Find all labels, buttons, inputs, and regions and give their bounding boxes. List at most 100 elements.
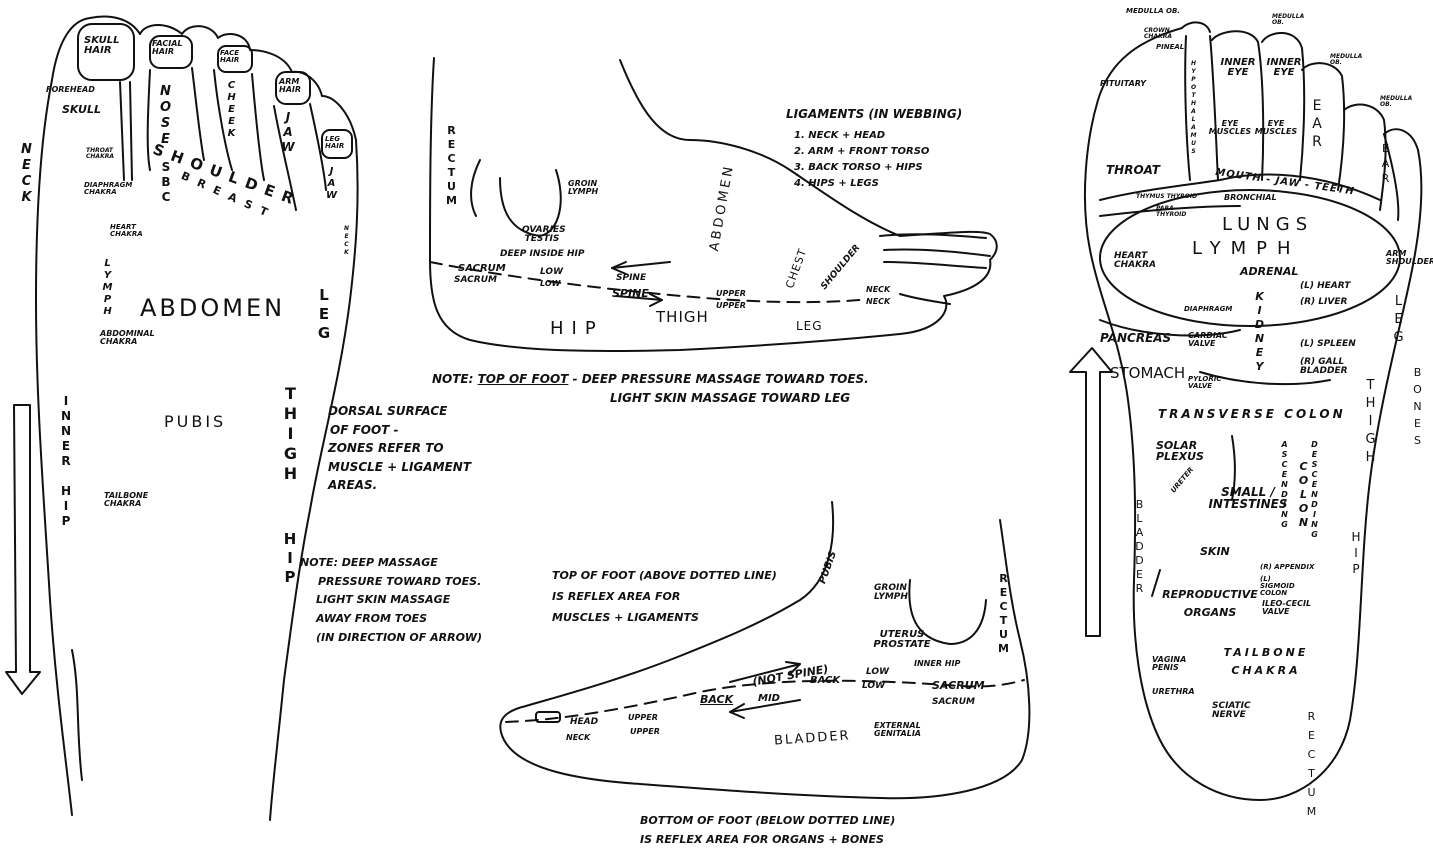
note-line: IS REFLEX AREA FOR xyxy=(552,587,777,608)
left-cheek-label: CHEEK xyxy=(226,80,236,140)
note-line: MUSCLE + LIGAMENT xyxy=(328,458,471,477)
right-gall-bladder-label: (R) GALL BLADDER xyxy=(1300,358,1364,376)
right-tailbone-chakra-label: TAILBONE CHAKRA xyxy=(1216,644,1316,679)
bottom-groin-lymph-label: GROIN LYMPH xyxy=(874,584,908,602)
left-throat-chakra-label: THROAT CHAKRA xyxy=(86,148,120,160)
right-arm-shoulder-label: ARM SHOULDER xyxy=(1386,250,1430,266)
right-pineal-label: PINEAL xyxy=(1156,44,1184,51)
note-line: NOTE: TOP OF FOOT - DEEP PRESSURE MASSAG… xyxy=(432,370,869,389)
right-ileo-cecal-label: ILEO-CECIL VALVE xyxy=(1262,600,1322,616)
top-sacrum-lower-label: SACRUM xyxy=(454,276,497,285)
right-thymus-label: THYMUS THYROID xyxy=(1136,194,1197,200)
right-spleen-label: (L) SPLEEN xyxy=(1300,340,1356,349)
top-sacrum-upper-label: SACRUM xyxy=(458,264,506,274)
left-diaphragm-chakra-label: DIAPHRAGM CHAKRA xyxy=(84,182,134,196)
right-sigmoid-label: (L) SIGMOID COLON xyxy=(1260,576,1300,597)
bottom-upper-lower-label: UPPER xyxy=(630,728,660,736)
right-liver-label: (R) LIVER xyxy=(1300,298,1347,307)
top-groin-lymph-label: GROIN LYMPH xyxy=(568,180,602,196)
note-line: IS REFLEX AREA FOR ORGANS + BONES xyxy=(640,831,895,850)
note-line: MUSCLES + LIGAMENTS xyxy=(552,608,777,629)
right-medulla-label: MEDULLA OB. xyxy=(1126,8,1180,15)
note-prefix: NOTE: xyxy=(432,372,473,386)
top-ovaries-testis-label: OVARIES TESTIS xyxy=(522,226,562,244)
top-of-foot-reflex-note: TOP OF FOOT (ABOVE DOTTED LINE) IS REFLE… xyxy=(552,566,777,629)
right-diaphragm-label: DIAPHRAGM xyxy=(1184,306,1232,313)
right-appendix-label: (R) APPENDIX xyxy=(1260,564,1314,571)
right-skin-label: SKIN xyxy=(1200,546,1230,557)
right-leg-label: LEG xyxy=(1392,294,1405,348)
right-crown-chakra-label: CROWN CHAKRA xyxy=(1144,28,1180,40)
left-lymph-label: LYMPH xyxy=(102,258,112,318)
right-small-intestines-label: SMALL / INTESTINES xyxy=(1208,486,1288,510)
note-emphasis: TOP OF FOOT xyxy=(478,372,569,386)
note-line: AWAY FROM TOES xyxy=(300,610,482,629)
right-hip-label: HIP xyxy=(1350,530,1362,578)
note-line: LIGHT SKIN MASSAGE TOWARD LEG xyxy=(432,389,869,408)
right-heart-label: (L) HEART xyxy=(1300,282,1350,291)
right-reproductive-organs-label: REPRODUCTIVE ORGANS xyxy=(1160,586,1260,621)
right-medulla2-label: MEDULLA OB. xyxy=(1272,14,1302,26)
right-throat-label: THROAT xyxy=(1106,164,1160,176)
right-stomach-label: STOMACH xyxy=(1110,366,1185,381)
note-line: PRESSURE TOWARD TOES. xyxy=(300,573,482,592)
right-eye-muscles-label: EYE MUSCLES xyxy=(1208,120,1252,136)
right-direction-arrow xyxy=(1070,348,1112,636)
right-transverse-colon-label: TRANSVERSE COLON xyxy=(1158,408,1346,420)
right-sciatic-nerve-label: SCIATIC NERVE xyxy=(1212,702,1252,720)
note-text: - DEEP PRESSURE MASSAGE TOWARD TOES. xyxy=(573,372,869,386)
bottom-back-label: BACK xyxy=(700,694,733,705)
bottom-inner-hip-label: INNER HIP xyxy=(914,660,960,668)
bottom-low-lower-label: LOW xyxy=(862,682,885,691)
right-bronchial-label: BRONCHIAL xyxy=(1224,194,1277,202)
left-abdomen-label: ABDOMEN xyxy=(140,296,285,320)
deep-massage-note: NOTE: DEEP MASSAGE PRESSURE TOWARD TOES.… xyxy=(300,554,482,647)
ligament-item: 1. NECK + HEAD xyxy=(794,128,929,144)
left-direction-arrow xyxy=(6,405,40,694)
bottom-uterus-prostate-label: UTERUS PROSTATE xyxy=(872,630,932,650)
right-thigh-label: THIGH xyxy=(1364,378,1377,468)
bottom-center-foot-outline xyxy=(500,502,1029,798)
right-bladder-label: BLADDER xyxy=(1134,498,1145,596)
top-hip-label: HIP xyxy=(550,320,604,338)
bottom-head-label: HEAD xyxy=(570,718,598,727)
right-adrenal-label: ADRENAL xyxy=(1240,266,1298,277)
top-deep-inside-hip-label: DEEP INSIDE HIP xyxy=(500,250,584,259)
note-line: BOTTOM OF FOOT (BELOW DOTTED LINE) xyxy=(640,812,895,831)
right-lymph-label: LYMPH xyxy=(1192,240,1301,258)
left-jaw-small-label: JAW xyxy=(326,166,336,202)
right-vagina-penis-label: VAGINA PENIS xyxy=(1152,656,1186,672)
right-pancreas-label: PANCREAS xyxy=(1100,332,1171,344)
note-line: (IN DIRECTION OF ARROW) xyxy=(300,629,482,648)
left-sbc-label: SBC xyxy=(160,160,172,205)
left-thigh-label: THIGH xyxy=(282,384,298,484)
top-upper-upper-label: UPPER xyxy=(716,290,746,298)
bottom-rectum-label: RECTUM xyxy=(998,572,1009,656)
left-jaw-label: JAW xyxy=(282,110,294,155)
right-ascending-label: ASCENDING xyxy=(1280,440,1288,530)
left-hip-label: HIP xyxy=(282,530,297,587)
top-thigh-label: THIGH xyxy=(656,310,709,325)
left-neck-label: NECK xyxy=(20,142,33,206)
right-parathyroid-label: PARA-THYROID xyxy=(1156,206,1184,218)
note-line: NOTE: DEEP MASSAGE xyxy=(300,554,482,573)
ligament-item: 3. BACK TORSO + HIPS xyxy=(794,160,929,176)
left-pubis-label: PUBIS xyxy=(164,414,226,430)
bottom-back2-label: BACK xyxy=(810,676,840,686)
right-medulla4-label: MEDULLA OB. xyxy=(1380,96,1410,108)
top-neck-lower-label: NECK xyxy=(866,298,890,306)
right-lungs-label: LUNGS xyxy=(1222,216,1313,234)
toe-label-facial-hair: FACIAL HAIR xyxy=(152,40,192,56)
right-pituitary-label: PITUITARY xyxy=(1100,80,1146,88)
note-line: LIGHT SKIN MASSAGE xyxy=(300,591,482,610)
note-line: TOP OF FOOT (ABOVE DOTTED LINE) xyxy=(552,566,777,587)
left-inner-hip-label: INNER HIP xyxy=(60,394,72,529)
right-heart-chakra-label: HEART CHAKRA xyxy=(1114,252,1164,270)
left-skull-label: SKULL xyxy=(62,104,101,115)
right-hypothalamus-label: HYPOTHALAMUS xyxy=(1190,60,1196,156)
right-bones-label: BONES xyxy=(1412,366,1423,451)
bottom-sacrum-upper-label: SACRUM xyxy=(932,680,985,691)
right-ear-label: EAR xyxy=(1310,98,1324,152)
right-medulla3-label: MEDULLA OB. xyxy=(1330,54,1360,66)
